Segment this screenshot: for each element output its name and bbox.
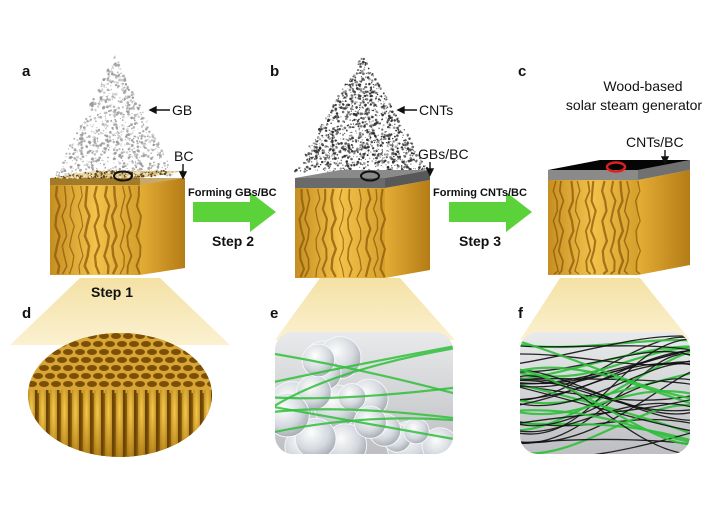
arrow1-text: Forming GBs/BC [188,187,277,199]
bc-label: BC [174,148,194,164]
solar-steam-generator-label: solar steam generator [565,97,703,113]
zoom-cone-e [275,278,455,340]
glass-bubble-micro-view [275,332,453,454]
cnt-particle-cone [293,57,429,174]
panel-label-d: d [22,305,32,322]
honeycomb-micro-view [28,333,212,457]
gbsbc-label: GBs/BC [418,146,469,162]
panel-label-a: a [22,63,31,80]
step2-label: Step 2 [212,233,255,249]
step1-label: Step 1 [91,284,134,300]
zoom-cone-f [520,278,690,340]
wood-cube-b [295,170,430,278]
panel-label-b: b [270,63,280,80]
cnt-fiber-micro-view [520,332,690,454]
wood-cube-c [548,160,690,275]
wood-based-label: Wood-based [603,78,683,94]
panel-label-e: e [270,305,279,322]
panel-label-f: f [518,305,523,322]
gb-label: GB [172,102,193,118]
cnts-label: CNTs [419,102,454,118]
process-arrow-step2 [193,192,276,232]
process-arrow-step3 [449,192,532,232]
zoom-cone-d [10,278,230,345]
marker-circle-b [360,170,380,182]
gb-particle-cone [55,55,174,177]
arrow2-text: Forming CNTs/BC [433,187,527,199]
marker-circle-c [605,161,627,173]
panel-label-c: c [518,63,527,80]
wood-cube-a [50,169,185,275]
cntsbc-label: CNTs/BC [626,134,684,150]
marker-circle-a [113,170,133,182]
step3-label: Step 3 [459,233,502,249]
